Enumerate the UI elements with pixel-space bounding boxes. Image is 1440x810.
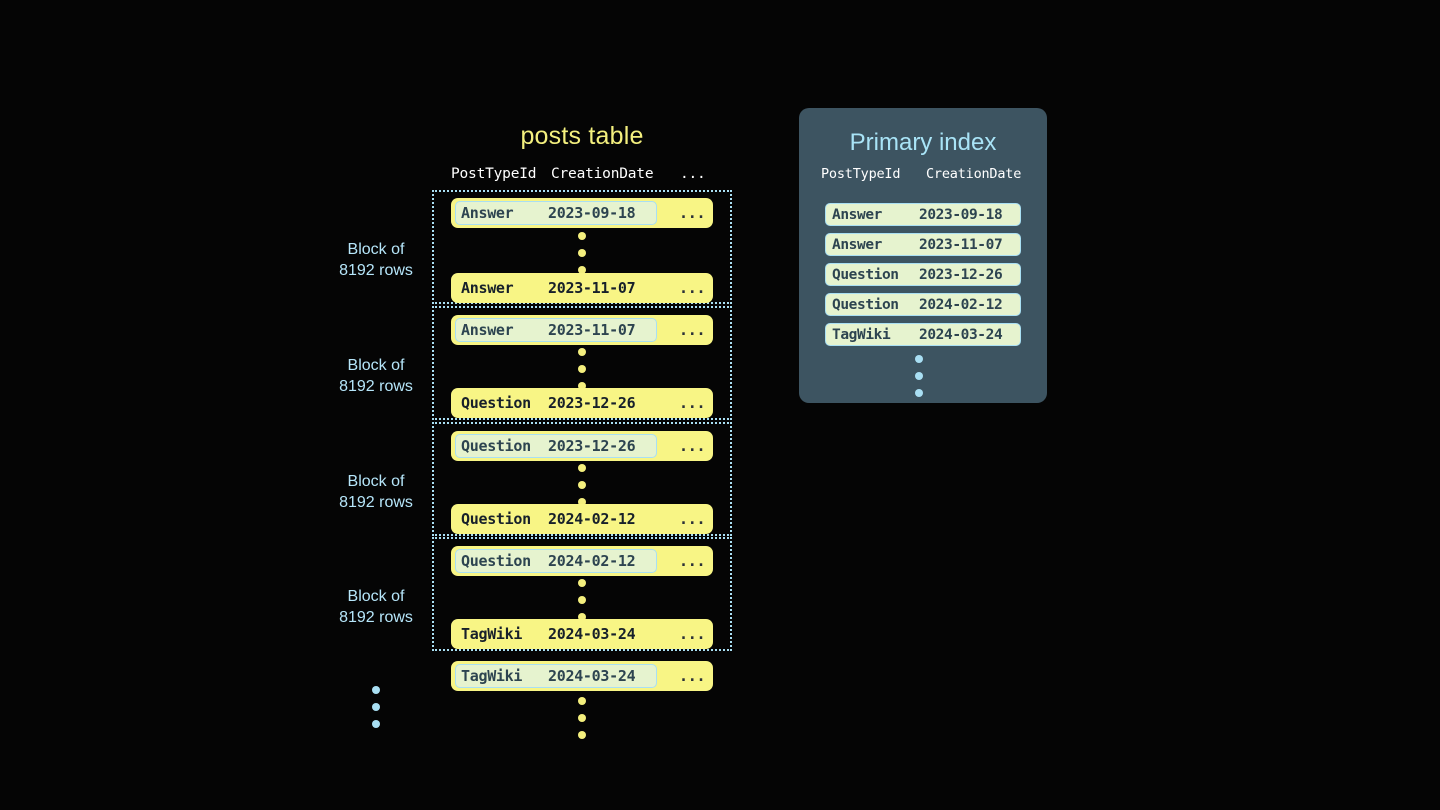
row-posttypeid: Answer [461, 279, 514, 297]
table-row: TagWiki 2024-03-24 ... [451, 619, 713, 649]
block-label-1: Block of 8192 rows [301, 239, 451, 281]
row-creationdate: 2023-11-07 [548, 321, 636, 339]
block-label-2: Block of 8192 rows [301, 355, 451, 397]
row-posttypeid: TagWiki [461, 625, 523, 643]
row-creationdate: 2023-09-18 [548, 204, 636, 222]
row-ellipsis-dots-4 [578, 579, 586, 621]
index-row: TagWiki 2024-03-24 [825, 323, 1021, 346]
row-ellipsis-dots-1 [578, 232, 586, 274]
row-ellipsis-dots-3 [578, 464, 586, 506]
row-more: ... [679, 510, 706, 528]
block-continuation-dots [372, 686, 380, 728]
index-key-highlight [455, 318, 657, 342]
block-label-3-line2: 8192 rows [339, 494, 413, 511]
block-label-4-line1: Block of [347, 588, 405, 605]
row-posttypeid: TagWiki [461, 667, 523, 685]
index-row: Question 2023-12-26 [825, 263, 1021, 286]
row-posttypeid: Answer [461, 321, 514, 339]
posts-column-header-posttypeid: PostTypeId [451, 166, 537, 182]
table-row: Answer 2023-09-18 ... [451, 198, 713, 228]
row-creationdate: 2023-11-07 [548, 279, 636, 297]
block-label-3-line1: Block of [347, 473, 405, 490]
row-creationdate: 2024-02-12 [548, 510, 636, 528]
index-key-highlight [455, 434, 657, 458]
row-creationdate: 2023-12-26 [548, 394, 636, 412]
row-posttypeid: Question [461, 510, 531, 528]
table-row: Question 2024-02-12 ... [451, 546, 713, 576]
block-box-1 [432, 190, 732, 304]
posts-column-header-creationdate: CreationDate [551, 166, 654, 182]
block-box-2 [432, 306, 732, 420]
index-row-creationdate: 2024-03-24 [919, 326, 1003, 343]
posts-table-title: posts table [520, 122, 644, 150]
block-label-4-line2: 8192 rows [339, 609, 413, 626]
table-row-trailing: TagWiki 2024-03-24 ... [451, 661, 713, 691]
index-row-posttypeid: Question [832, 296, 899, 313]
block-label-2-line2: 8192 rows [339, 378, 413, 395]
index-row-creationdate: 2023-09-18 [919, 206, 1003, 223]
index-key-highlight [455, 664, 657, 688]
index-key-highlight [455, 549, 657, 573]
index-row-creationdate: 2023-12-26 [919, 266, 1003, 283]
primary-index-panel: Primary index PostTypeId CreationDate An… [799, 108, 1047, 403]
block-label-1-line2: 8192 rows [339, 262, 413, 279]
row-creationdate: 2024-03-24 [548, 667, 636, 685]
table-row: Question 2024-02-12 ... [451, 504, 713, 534]
row-more: ... [679, 625, 706, 643]
index-key-highlight [455, 201, 657, 225]
table-row: Question 2023-12-26 ... [451, 388, 713, 418]
row-posttypeid: Question [461, 437, 531, 455]
index-row: Question 2024-02-12 [825, 293, 1021, 316]
posts-table-column-headers: PostTypeId CreationDate ... [451, 166, 713, 186]
index-row: Answer 2023-11-07 [825, 233, 1021, 256]
table-row: Answer 2023-11-07 ... [451, 273, 713, 303]
posts-column-header-ellipsis: ... [680, 166, 706, 182]
block-label-4: Block of 8192 rows [301, 586, 451, 628]
index-column-header-posttypeid: PostTypeId [821, 166, 901, 182]
primary-index-title: Primary index [849, 129, 997, 156]
row-more: ... [679, 552, 706, 570]
index-column-header-creationdate: CreationDate [926, 166, 1022, 182]
block-box-4 [432, 537, 732, 651]
row-ellipsis-dots-2 [578, 348, 586, 390]
table-row: Question 2023-12-26 ... [451, 431, 713, 461]
index-column-headers: PostTypeId CreationDate [821, 166, 1031, 186]
row-more: ... [679, 204, 706, 222]
row-posttypeid: Question [461, 552, 531, 570]
row-more: ... [679, 437, 706, 455]
row-creationdate: 2024-02-12 [548, 552, 636, 570]
row-more: ... [679, 667, 706, 685]
row-creationdate: 2023-12-26 [548, 437, 636, 455]
index-row-posttypeid: Answer [832, 236, 882, 253]
index-row-creationdate: 2024-02-12 [919, 296, 1003, 313]
row-more: ... [679, 279, 706, 297]
table-continuation-dots [578, 697, 586, 739]
block-label-3: Block of 8192 rows [301, 471, 451, 513]
index-row-creationdate: 2023-11-07 [919, 236, 1003, 253]
block-label-1-line1: Block of [347, 241, 405, 258]
row-more: ... [679, 321, 706, 339]
index-row: Answer 2023-09-18 [825, 203, 1021, 226]
index-row-posttypeid: Question [832, 266, 899, 283]
row-creationdate: 2024-03-24 [548, 625, 636, 643]
row-more: ... [679, 394, 706, 412]
index-row-posttypeid: TagWiki [832, 326, 891, 343]
row-posttypeid: Question [461, 394, 531, 412]
block-box-3 [432, 422, 732, 536]
index-row-posttypeid: Answer [832, 206, 882, 223]
row-posttypeid: Answer [461, 204, 514, 222]
block-label-2-line1: Block of [347, 357, 405, 374]
table-row: Answer 2023-11-07 ... [451, 315, 713, 345]
index-continuation-dots [915, 355, 923, 397]
